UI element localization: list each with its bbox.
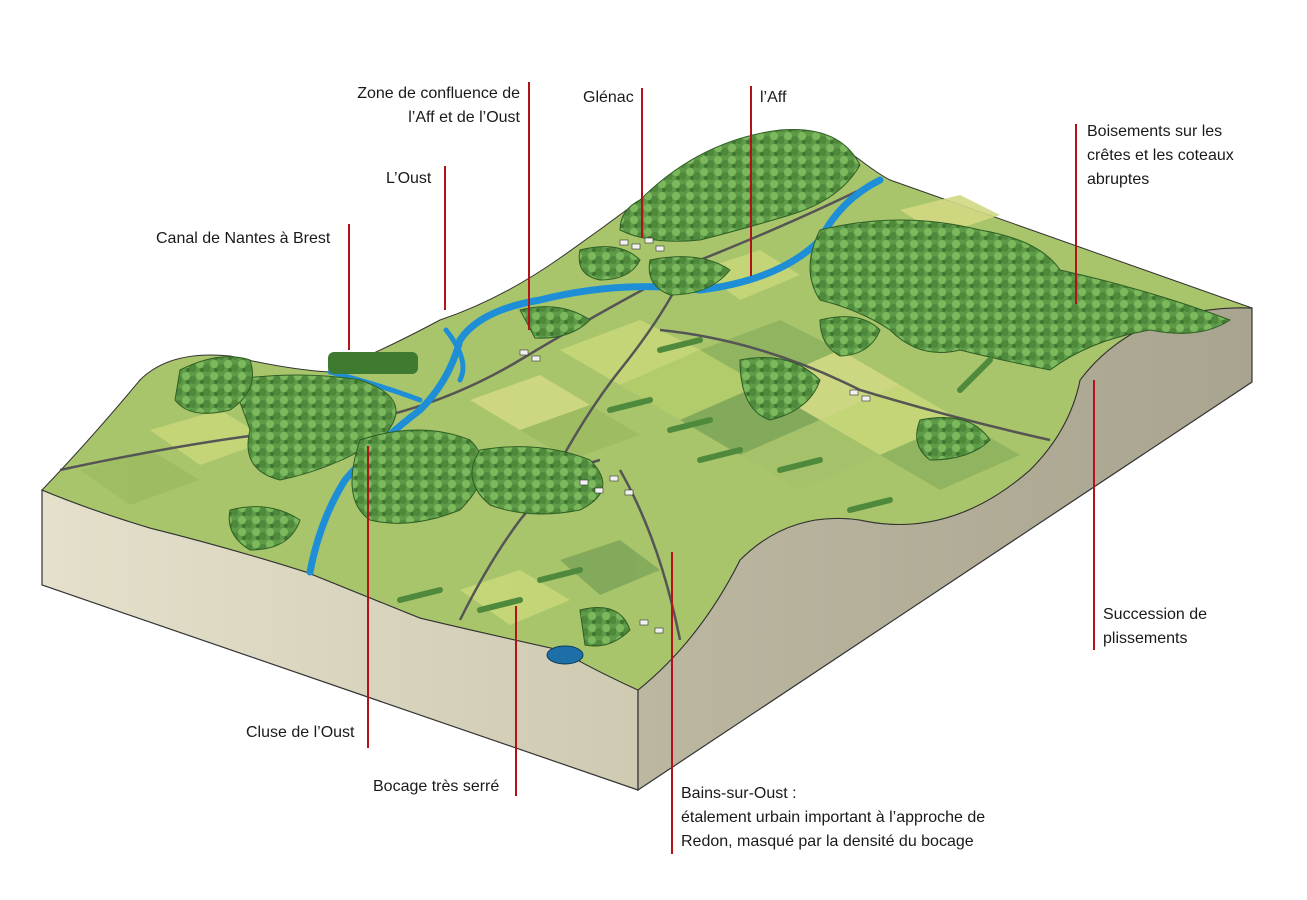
label-bains: Bains-sur-Oust : étalement urbain import…	[681, 782, 985, 854]
leader-cluse	[367, 446, 369, 748]
label-oust: L’Oust	[386, 170, 432, 187]
label-bocage: Bocage très serré	[373, 778, 500, 795]
canal-tree-row	[328, 352, 418, 374]
label-plissements-line2: plissements	[1103, 630, 1188, 647]
leader-oust	[444, 166, 446, 310]
label-canal: Canal de Nantes à Brest	[156, 230, 331, 247]
label-bains-line2: étalement urbain important à l’approche …	[681, 809, 986, 826]
label-boisements-line3: abruptes	[1087, 171, 1150, 188]
villages	[519, 237, 871, 634]
label-cluse: Cluse de l’Oust	[246, 724, 355, 741]
label-aff: l’Aff	[760, 89, 787, 106]
leader-bocage	[515, 606, 517, 796]
label-boisements: Boisements sur les crêtes et les coteaux…	[1087, 120, 1234, 192]
leader-canal	[348, 224, 350, 350]
label-bains-line3: Redon, masqué par la densité du bocage	[681, 833, 974, 850]
leader-aff	[750, 86, 752, 276]
leader-boisements	[1075, 124, 1077, 304]
leader-plissements	[1093, 380, 1095, 650]
roads	[59, 178, 1051, 641]
label-bains-line1: Bains-sur-Oust :	[681, 785, 797, 802]
label-confluence-line2: l’Aff et de l’Oust	[408, 109, 520, 126]
label-confluence: Zone de confluence de l’Aff et de l’Oust	[300, 82, 520, 130]
leader-glenac	[641, 88, 643, 238]
label-confluence-line1: Zone de confluence de	[357, 85, 520, 102]
label-plissements: Succession de plissements	[1103, 603, 1207, 651]
pond	[546, 645, 584, 665]
leader-confluence	[528, 82, 530, 330]
hedgerows	[397, 337, 993, 613]
label-boisements-line1: Boisements sur les	[1087, 123, 1223, 140]
forests	[174, 128, 1232, 647]
label-glenac: Glénac	[583, 89, 634, 106]
label-boisements-line2: crêtes et les coteaux	[1087, 147, 1234, 164]
leader-bains	[671, 552, 673, 854]
label-plissements-line1: Succession de	[1103, 606, 1208, 623]
